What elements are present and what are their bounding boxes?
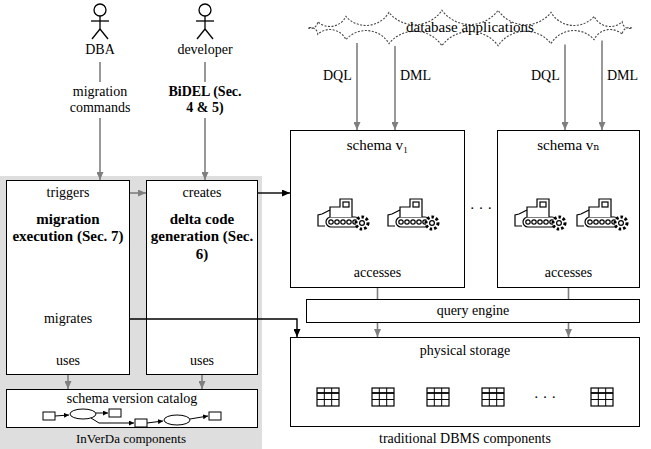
arrow-connector: [564, 45, 566, 130]
node-label: creates: [150, 185, 254, 201]
actor-figure: developer: [165, 2, 245, 62]
arrow-connector: [377, 323, 379, 337]
node-text: delta code generation (Sec. 6): [150, 211, 254, 263]
edge-label: DML: [607, 68, 638, 84]
arrow-connector: [204, 62, 206, 180]
actor-figure: DBA: [80, 2, 120, 62]
edge-label: DQL: [531, 68, 560, 84]
arrow-connector: [201, 375, 203, 389]
node-label: developer: [168, 42, 242, 58]
node-label: DBA: [83, 42, 117, 58]
arrow-connector: [568, 288, 570, 299]
arrow-connector: [130, 192, 146, 194]
node-text: accesses: [294, 265, 461, 281]
ellipsis-label: · · ·: [435, 389, 651, 406]
node-label: triggers: [10, 185, 126, 201]
catalog-box: schema version catalog: [6, 389, 258, 428]
node-text: accesses: [501, 265, 636, 281]
ellipsis-label: · · ·: [371, 200, 591, 217]
edge-label: BiDEL (Sec. 4 & 5): [167, 82, 243, 118]
edge-label: DML: [400, 68, 431, 84]
arrow-connector: [377, 288, 379, 299]
storage-box: physical storage: [290, 337, 640, 427]
node-label: schema vₙ: [501, 137, 636, 154]
arrow-connector: [568, 323, 570, 337]
node-text: migrates: [10, 311, 126, 327]
node-label: physical storage: [294, 343, 636, 359]
box-fill: [146, 180, 258, 375]
arrow-connector: [601, 40, 603, 130]
node-label: schema version catalog: [10, 391, 254, 407]
box-fill: [6, 389, 258, 428]
arrow-connector: [356, 43, 358, 130]
schema-box: schema vₙ accesses: [497, 130, 640, 288]
arrow-connector: [67, 375, 69, 389]
cloud-shape: database applications: [300, 2, 640, 54]
schema-box: schema v₁ accesses: [290, 130, 465, 288]
node-text: migration execution (Sec. 7): [10, 211, 126, 246]
edge-label: DQL: [323, 68, 352, 84]
node-text: uses: [150, 353, 254, 369]
edge-label: migration commands: [60, 82, 140, 118]
process-box: triggers migration execution (Sec. 7) migr…: [6, 180, 130, 375]
arrow-connector: [394, 46, 396, 130]
engine-box: query engine: [306, 299, 640, 323]
component-region: InVerDa components triggers migration exec…: [0, 176, 262, 449]
node-label: schema v₁: [294, 137, 461, 154]
arrow-connector: [258, 192, 290, 193]
node-label: query engine: [310, 303, 636, 319]
node-text: uses: [10, 353, 126, 369]
arrow-connector: [130, 319, 297, 337]
process-box: creates delta code generation (Sec. 6) use…: [146, 180, 258, 375]
node-label: database applications: [303, 19, 637, 36]
arrow-connector: [99, 62, 101, 180]
box-fill: [6, 180, 130, 375]
group-caption: traditional DBMS components: [355, 431, 575, 447]
node-label: InVerDa components: [3, 432, 259, 447]
box-fill: [0, 176, 262, 449]
box-fills: [0, 176, 262, 449]
